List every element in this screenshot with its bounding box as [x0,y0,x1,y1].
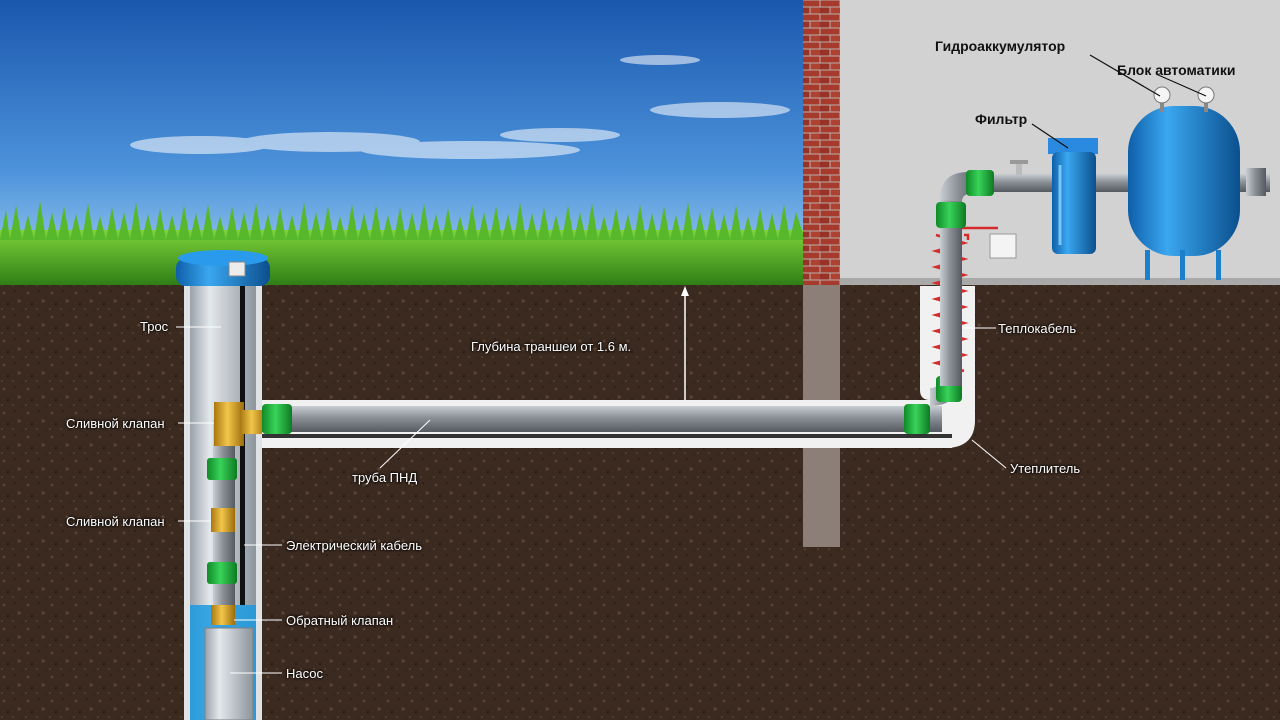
brass-tee-arm [240,410,266,434]
label-heating-cable: Теплокабель [998,321,1077,336]
hdpe-pipe [262,406,942,432]
well [176,250,270,720]
green-fitting-indoor-2 [966,170,994,196]
pressure-gauge-2 [1197,86,1215,104]
brick-wall [803,0,840,285]
green-coupling-1 [207,458,237,480]
label-rope: Трос [140,319,169,334]
accumulator-tank [1128,106,1240,256]
label-drain-valve-1: Сливной клапан [66,416,165,431]
leader-lines [176,326,1007,674]
leader-lines-dark [1031,54,1207,149]
brass-check-valve [211,605,235,625]
indoor-riser [940,196,962,386]
label-drain-valve-2: Сливной клапан [66,514,165,529]
label-hdpe-pipe: труба ПНД [352,470,418,485]
house-floor [840,278,1280,286]
brass-tee [214,402,244,446]
filter-housing [1052,152,1096,254]
label-electric-cable: Электрический кабель [286,538,422,553]
clouds [130,55,790,159]
label-insulation: Утеплитель [1010,461,1081,476]
label-check-valve: Обратный клапан [286,613,394,628]
label-accumulator: Гидроаккумулятор [935,38,1066,54]
pressure-gauge-1 [1153,86,1171,104]
inner-cable [262,434,952,438]
pump-body [204,627,254,720]
indoor-tap [1016,163,1022,175]
green-coupling-2 [207,562,237,584]
trench-pipe [262,196,975,448]
outlet-tap [1246,168,1266,196]
brass-drain-valve-2 [211,508,235,532]
cap-socket [228,261,246,277]
filter [1048,138,1098,254]
label-trench-depth: Глубина траншеи от 1.6 м. [471,339,632,354]
indoor-tap-handle [1010,160,1028,164]
label-filter: Фильтр [975,111,1028,127]
well-cap [176,258,270,286]
accumulator [1128,86,1240,280]
label-pump: Насос [286,666,323,681]
grass [0,200,805,288]
green-fitting-indoor-1 [936,202,966,228]
green-fitting-left [262,404,292,434]
green-fitting-right [904,404,930,434]
label-automation-unit: Блок автоматики [1117,62,1236,78]
heating-cable-socket [989,233,1017,259]
